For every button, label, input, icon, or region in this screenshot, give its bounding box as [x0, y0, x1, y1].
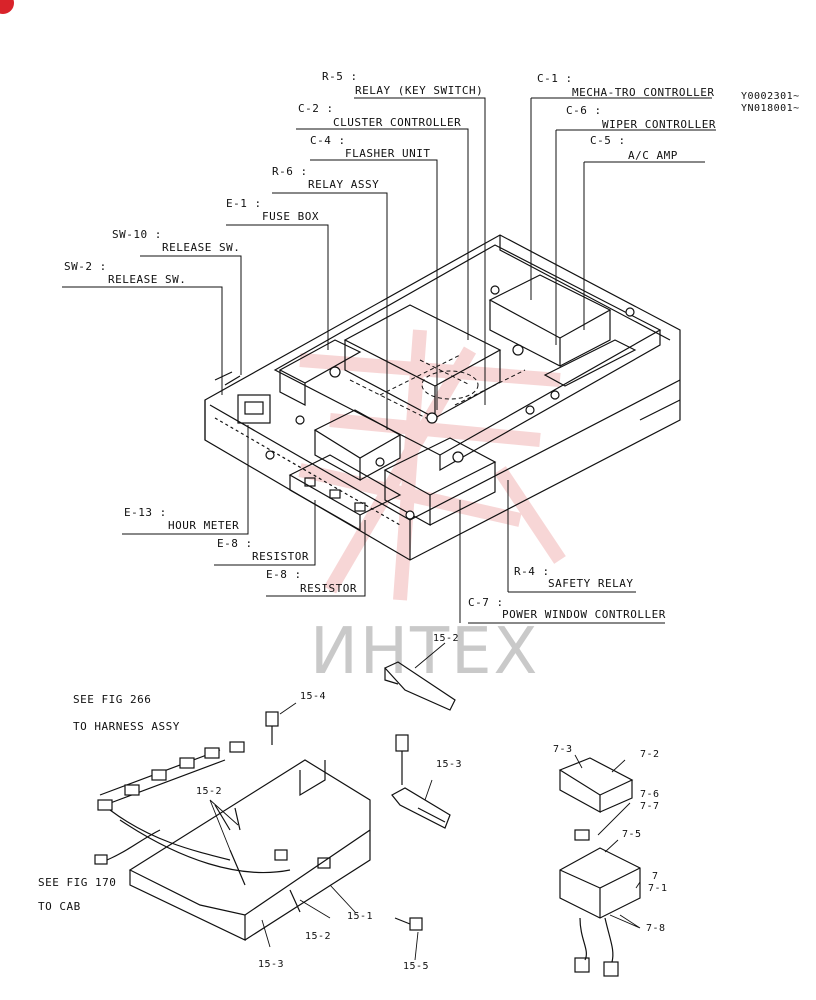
harness-connectors [97, 741, 245, 811]
part-15-1: 15-1 [347, 911, 374, 922]
label-c2-name: CLUSTER CONTROLLER [333, 116, 462, 129]
label-sw2-code: SW-2 : [64, 260, 107, 273]
part-15-4: 15-4 [300, 691, 327, 702]
label-c4-code: C-4 : [310, 134, 346, 147]
stamp-watermark-icon [298, 329, 566, 601]
label-e1-name: FUSE BOX [262, 210, 319, 223]
label-sw10-code: SW-10 : [112, 228, 162, 241]
see-fig-266-line1: SEE FIG 266 [73, 693, 152, 706]
control-box-housing [204, 234, 681, 561]
part-7-1: 7-1 [648, 883, 668, 894]
part-15-5: 15-5 [403, 961, 430, 972]
label-e8b-code: E-8 : [266, 568, 302, 581]
serial-code-2: YN018001~ [741, 103, 800, 114]
label-e13-code: E-13 : [124, 506, 167, 519]
label-c5-name: A/C AMP [628, 149, 678, 162]
serial-code-1: Y0002301~ [741, 91, 800, 102]
part-15-2-harness: 15-2 [196, 786, 223, 797]
harness-bracket-assembly [94, 749, 371, 941]
part-7-5: 7-5 [622, 829, 642, 840]
see-fig-170-line1: SEE FIG 170 [38, 876, 117, 889]
part-7-7: 7-7 [640, 801, 660, 812]
label-c5-code: C-5 : [590, 134, 626, 147]
bolt-15-4-shape [265, 711, 279, 745]
label-c2-code: C-2 : [298, 102, 334, 115]
part-15-3-lower: 15-3 [258, 959, 285, 970]
label-r6-code: R-6 : [272, 165, 308, 178]
label-c6-name: WIPER CONTROLLER [602, 118, 716, 131]
label-r4-code: R-4 : [514, 565, 550, 578]
part-7-6: 7-6 [640, 789, 660, 800]
bolt-15-5-shape [394, 917, 423, 931]
label-sw2-name: RELEASE SW. [108, 273, 187, 286]
label-e8b-name: RESISTOR [300, 582, 357, 595]
part-7-8: 7-8 [646, 923, 666, 934]
label-e8a-code: E-8 : [217, 537, 253, 550]
fuse-box-shape [278, 339, 362, 406]
part-15-3-clip: 15-3 [436, 759, 463, 770]
label-c1-code: C-1 : [537, 72, 573, 85]
label-r5-code: R-5 : [322, 70, 358, 83]
see-fig-266-line2: TO HARNESS ASSY [73, 720, 180, 733]
clip-15-3-shape [391, 734, 451, 829]
label-c6-code: C-6 : [566, 104, 602, 117]
label-sw10-name: RELEASE SW. [162, 241, 241, 254]
clip-15-2-shape [384, 661, 456, 711]
corner-badge-icon [0, 0, 14, 14]
see-fig-170-line2: TO CAB [38, 900, 81, 913]
part-7: 7 [652, 871, 659, 882]
part-15-2-lower: 15-2 [305, 931, 332, 942]
watermark: ИНТЕХ [310, 615, 540, 689]
part-7-3: 7-3 [553, 744, 573, 755]
label-e1-code: E-1 : [226, 197, 262, 210]
leader-lines [62, 97, 716, 624]
relay-socket-assembly [558, 757, 641, 977]
wiper-controller-shape [543, 339, 637, 387]
mecha-tro-controller-shape [488, 274, 612, 367]
relay-assy-shape [313, 409, 402, 482]
label-r4-name: SAFETY RELAY [548, 577, 634, 590]
hour-meter-shape [214, 371, 271, 424]
label-c7-name: POWER WINDOW CONTROLLER [502, 608, 666, 621]
resistor-block-shape [288, 454, 402, 532]
part-15-2-clip: 15-2 [433, 633, 460, 644]
label-e8a-name: RESISTOR [252, 550, 309, 563]
label-r6-name: RELAY ASSY [308, 178, 380, 191]
label-c1-name: MECHA-TRO CONTROLLER [572, 86, 715, 99]
label-c4-name: FLASHER UNIT [345, 147, 431, 160]
label-e13-name: HOUR METER [168, 519, 240, 532]
part-7-2: 7-2 [640, 749, 660, 760]
label-r5-name: RELAY (KEY SWITCH) [355, 84, 484, 97]
label-c7-code: C-7 : [468, 596, 504, 609]
